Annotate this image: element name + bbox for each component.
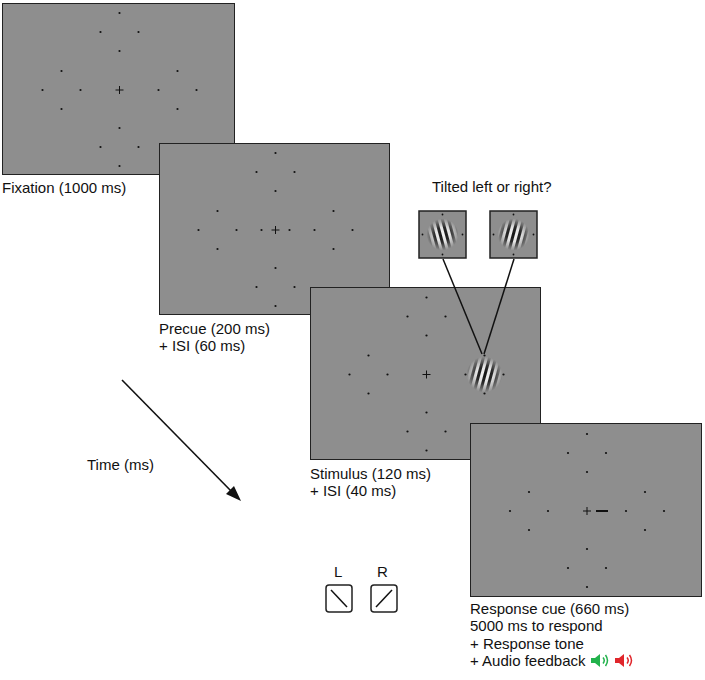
annotation-label: R (377, 563, 388, 580)
duration-caption: Precue (200 ms) + ISI (60 ms) (159, 320, 270, 354)
placeholder-dot (274, 190, 276, 192)
placeholder-dot (509, 510, 511, 512)
annotation-label: L (334, 563, 342, 580)
placeholder-dot (386, 373, 388, 375)
placeholder-dot (176, 70, 178, 72)
placeholder-dot (348, 373, 350, 375)
placeholder-dot (483, 392, 485, 394)
placeholder-dot (586, 586, 588, 588)
screen-caption: Response cue (660 ms) 5000 ms to respond… (470, 600, 634, 669)
duration-caption: Fixation (1000 ms) (2, 179, 126, 196)
placeholder-dot (118, 12, 120, 14)
fixation-cross (583, 507, 591, 515)
trial-screen: Response cue (660 ms) 5000 ms to respond… (470, 423, 702, 597)
fixation-cross (423, 371, 431, 379)
placeholder-dot (41, 89, 43, 91)
duration-caption: Response cue (660 ms) 5000 ms to respond… (470, 600, 629, 669)
placeholder-dot (137, 146, 139, 148)
placeholder-dot (332, 248, 334, 250)
screen-caption: Precue (200 ms) + ISI (60 ms) (159, 320, 270, 355)
placeholder-dot (195, 89, 197, 91)
inset-right (490, 211, 537, 258)
placeholder-dot (464, 373, 466, 375)
placeholder-dot (586, 471, 588, 473)
fixation-cross (116, 86, 124, 94)
placeholder-dot (425, 411, 427, 413)
placeholder-dot (605, 452, 607, 454)
placeholder-dot (216, 248, 218, 250)
placeholder-dot (625, 510, 627, 512)
placeholder-dot (137, 31, 139, 33)
placeholder-dot (567, 452, 569, 454)
screen-content (471, 424, 703, 598)
placeholder-dot (644, 529, 646, 531)
duration-caption: Stimulus (120 ms) + ISI (40 ms) (310, 465, 431, 499)
placeholder-dot (313, 229, 315, 231)
placeholder-dot (332, 210, 334, 212)
placeholder-dot (351, 229, 353, 231)
placeholder-dot (567, 567, 569, 569)
display-screen (470, 423, 702, 597)
placeholder-dot (586, 433, 588, 435)
placeholder-dot (274, 305, 276, 307)
placeholder-dot (274, 267, 276, 269)
placeholder-dot (425, 296, 427, 298)
placeholder-dot (502, 373, 504, 375)
placeholder-dot (644, 491, 646, 493)
speaker-icon (614, 653, 634, 668)
speaker-icon (590, 653, 610, 668)
placeholder-dot (197, 229, 199, 231)
placeholder-dot (547, 510, 549, 512)
placeholder-dot (425, 449, 427, 451)
placeholder-dot (255, 171, 257, 173)
placeholder-dot (663, 510, 665, 512)
response-keys (326, 585, 397, 612)
annotation-label: Time (ms) (87, 456, 154, 473)
placeholder-dot (118, 50, 120, 52)
placeholder-dot (176, 108, 178, 110)
inset-left (419, 211, 466, 258)
placeholder-dot (216, 210, 218, 212)
placeholder-dot (79, 89, 81, 91)
fixation-cross (272, 226, 280, 234)
placeholder-dot (60, 70, 62, 72)
placeholder-dot (99, 146, 101, 148)
placeholder-dot (293, 286, 295, 288)
placeholder-dot (406, 430, 408, 432)
placeholder-dot (425, 334, 427, 336)
placeholder-dot (444, 430, 446, 432)
placeholder-dot (406, 315, 408, 317)
placeholder-dot (528, 491, 530, 493)
placeholder-dot (235, 229, 237, 231)
screen-caption: Stimulus (120 ms) + ISI (40 ms) (310, 465, 431, 500)
placeholder-dot (528, 529, 530, 531)
time-arrow (122, 380, 241, 501)
response-cue (596, 510, 608, 512)
placeholder-dot (367, 354, 369, 356)
placeholder-dot (288, 229, 290, 231)
annotation-label: Tilted left or right? (432, 178, 552, 195)
gabor-grating (467, 357, 503, 393)
placeholder-dot (260, 229, 262, 231)
screen-caption: Fixation (1000 ms) (2, 179, 126, 196)
placeholder-dot (255, 286, 257, 288)
placeholder-dot (483, 354, 485, 356)
placeholder-dot (586, 548, 588, 550)
placeholder-dot (157, 89, 159, 91)
placeholder-dot (118, 127, 120, 129)
placeholder-dot (293, 171, 295, 173)
placeholder-dot (99, 31, 101, 33)
placeholder-dot (605, 567, 607, 569)
placeholder-dot (444, 315, 446, 317)
placeholder-dot (118, 165, 120, 167)
placeholder-dot (367, 392, 369, 394)
placeholder-dot (60, 108, 62, 110)
placeholder-dot (274, 152, 276, 154)
